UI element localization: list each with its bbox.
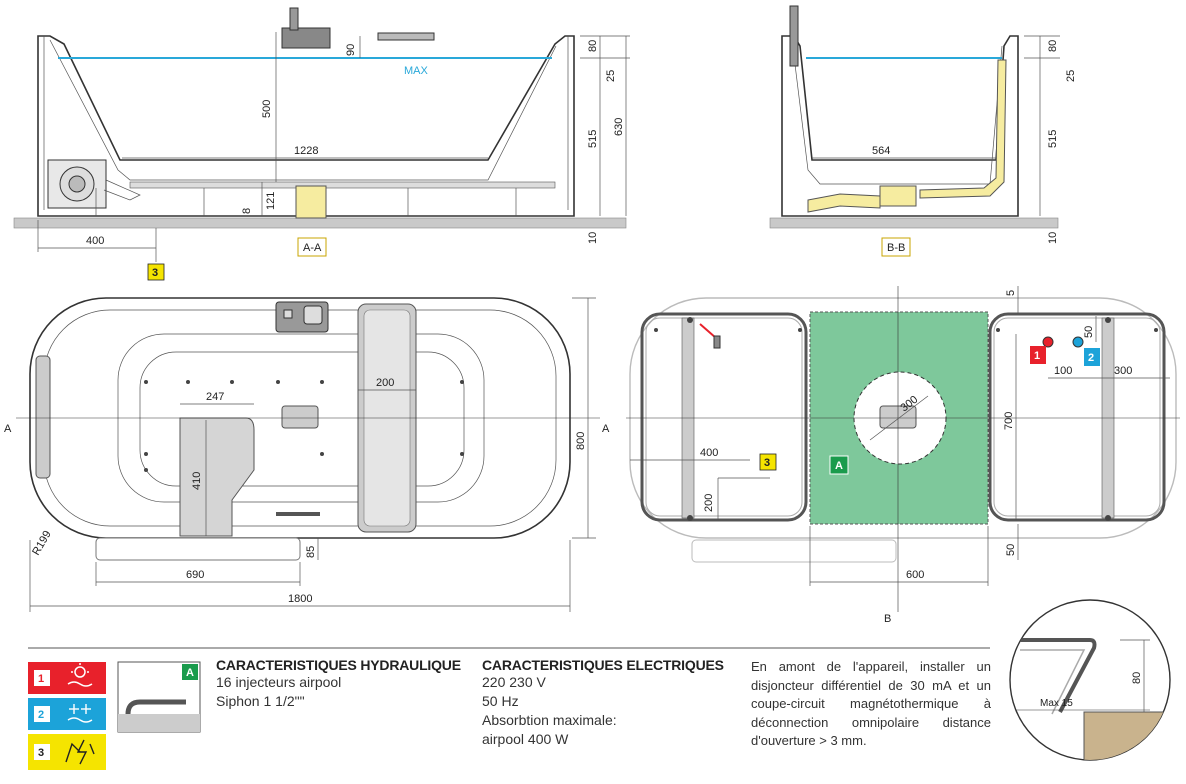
electric-title: CARACTERISTIQUES ELECTRIQUES xyxy=(482,657,724,673)
dim-515-aa: 515 xyxy=(587,130,599,148)
injectors xyxy=(144,380,464,472)
callout-3-aa xyxy=(147,263,165,281)
svg-text:3: 3 xyxy=(764,457,770,469)
floor-bb xyxy=(769,217,1059,229)
dim-400-plan: 400 xyxy=(700,447,718,459)
dim-1228: 1228 xyxy=(294,145,318,157)
hydraulic-line2: Siphon 1 1/2"" xyxy=(216,693,305,709)
dim-10-aa: 10 xyxy=(587,232,599,244)
hydraulic-specs: CARACTERISTIQUES HYDRAULIQUE 16 injecteu… xyxy=(216,657,461,711)
label-aa-box xyxy=(297,237,327,257)
marker-b: B xyxy=(884,613,891,625)
callout-3-plan xyxy=(759,453,777,471)
electric-line3: Absorbtion maximale: xyxy=(482,712,617,728)
svg-text:1: 1 xyxy=(38,673,44,685)
floor-aa xyxy=(13,217,627,229)
dim-800: 800 xyxy=(575,432,587,450)
dim-85: 85 xyxy=(305,546,317,558)
dim-410: 410 xyxy=(191,472,203,490)
dim-100: 100 xyxy=(1054,365,1072,377)
svg-text:A: A xyxy=(186,667,194,679)
dim-200-plan: 200 xyxy=(376,377,394,389)
plan-top-view: A A 247 200 410 800 R199 85 690 1800 xyxy=(4,297,610,612)
dim-600: 600 xyxy=(906,569,924,581)
electric-line1: 220 230 V xyxy=(482,674,546,690)
sun-icon xyxy=(67,663,93,687)
svg-text:2: 2 xyxy=(38,709,44,721)
siphon-pipe-icon xyxy=(125,699,186,715)
section-aa: MAX 500 90 1228 121 8 80 25 515 xyxy=(13,7,630,281)
dim-700: 700 xyxy=(1003,412,1015,430)
dim-25-bb: 25 xyxy=(1065,70,1077,82)
svg-text:2: 2 xyxy=(1088,352,1094,364)
dim-5: 5 xyxy=(1005,290,1017,296)
dim-r199: R199 xyxy=(30,529,54,558)
detail-max-15: Max 15 xyxy=(1040,698,1073,709)
dim-50-top: 50 xyxy=(1083,326,1095,338)
legend: 1 2 3 A xyxy=(28,661,201,770)
callout-1 xyxy=(1030,346,1046,364)
callout-a-plan xyxy=(829,455,849,475)
plan-frame-view: 1 2 B 5 50 100 300 300 700 400 200 3 A 5… xyxy=(626,286,1180,625)
dim-10-bb: 10 xyxy=(1047,232,1059,244)
hot-supply-point xyxy=(1042,336,1054,348)
dim-500: 500 xyxy=(261,100,273,118)
dim-300-right: 300 xyxy=(1114,365,1132,377)
electric-specs: CARACTERISTIQUES ELECTRIQUES 220 230 V 5… xyxy=(482,657,724,749)
drain-pipe-bb xyxy=(807,193,881,213)
marker-a-left: A xyxy=(4,423,12,435)
dim-247: 247 xyxy=(206,391,224,403)
faucet-bb xyxy=(789,5,799,67)
label-bb-box xyxy=(881,237,911,257)
svg-text:A: A xyxy=(835,460,843,472)
electric-plug-icon xyxy=(65,739,95,765)
svg-text:3: 3 xyxy=(38,747,44,759)
frame-left xyxy=(640,312,808,522)
dim-200-frame: 200 xyxy=(703,494,715,512)
electric-line2: 50 Hz xyxy=(482,693,519,709)
snowflake-icon xyxy=(67,704,93,723)
dim-8: 8 xyxy=(241,208,253,214)
callout-2 xyxy=(1084,348,1100,366)
dim-515-bb: 515 xyxy=(1047,130,1059,148)
control-box-aa xyxy=(281,27,331,49)
installation-note: En amont de l'appareil, installer un dis… xyxy=(751,659,991,748)
headrest-plan xyxy=(35,355,51,479)
label-bb: B-B xyxy=(887,242,905,254)
svg-text:1: 1 xyxy=(1034,350,1040,362)
section-bb: 564 80 25 515 10 B-B xyxy=(769,5,1077,257)
dim-80-aa: 80 xyxy=(587,40,599,52)
frame-right xyxy=(988,312,1166,522)
dim-630: 630 xyxy=(613,118,625,136)
dim-690: 690 xyxy=(186,569,204,581)
dim-80-bb: 80 xyxy=(1047,40,1059,52)
siphon-aa xyxy=(295,185,327,219)
apron-plan xyxy=(95,537,301,561)
dim-400-aa: 400 xyxy=(86,235,104,247)
dim-25-aa: 25 xyxy=(605,70,617,82)
detail-dim-80: 80 xyxy=(1131,672,1143,684)
dim-90: 90 xyxy=(345,44,357,56)
label-aa: A-A xyxy=(303,242,322,254)
dim-121: 121 xyxy=(265,192,277,210)
detail-circle: 80 Max 15 xyxy=(1009,599,1171,761)
hydraulic-title: CARACTERISTIQUES HYDRAULIQUE xyxy=(216,657,461,673)
marker-a-right: A xyxy=(602,423,610,435)
tub-shell-aa xyxy=(37,35,575,217)
cold-supply-point xyxy=(1072,336,1084,348)
svg-text:3: 3 xyxy=(152,267,158,279)
dim-564: 564 xyxy=(872,145,890,157)
overflow-pipe-bb xyxy=(919,59,1007,199)
max-label: MAX xyxy=(404,65,429,77)
electric-line4: airpool 400 W xyxy=(482,731,569,747)
dim-1800: 1800 xyxy=(288,593,312,605)
dim-50-bottom: 50 xyxy=(1005,544,1017,556)
hydraulic-line1: 16 injecteurs airpool xyxy=(216,674,342,690)
